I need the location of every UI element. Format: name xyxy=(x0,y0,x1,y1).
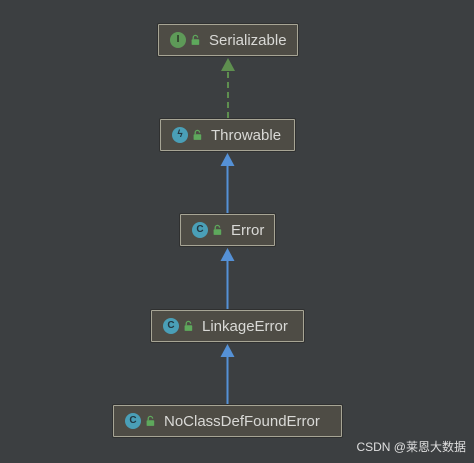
class-node-throwable[interactable]: ϟ Throwable xyxy=(160,119,295,151)
class-icon: C xyxy=(125,413,141,429)
class-icon: C xyxy=(192,222,208,238)
class-node-linkageerror[interactable]: C LinkageError xyxy=(151,310,304,342)
unlock-icon xyxy=(193,129,202,140)
watermark: CSDN @莱恩大数据 xyxy=(356,440,466,454)
edge-error-to-throwable xyxy=(220,153,235,213)
edge-arrowhead xyxy=(220,344,235,357)
edge-arrowhead xyxy=(221,58,235,71)
class-node-noclassdeffounderror[interactable]: C NoClassDefFoundError xyxy=(113,405,342,437)
unlock-icon xyxy=(213,224,222,235)
edge-arrowhead xyxy=(220,153,235,166)
edge-noclassdeffounderror-to-linkageerror xyxy=(220,344,235,404)
edge-linkageerror-to-error xyxy=(220,248,235,309)
unlock-icon xyxy=(146,415,155,426)
class-label: NoClassDefFoundError xyxy=(164,412,320,430)
class-icon: C xyxy=(163,318,179,334)
interface-icon: I xyxy=(170,32,186,48)
abstract-class-icon: ϟ xyxy=(172,127,188,143)
edge-arrowhead xyxy=(220,248,235,261)
unlock-icon xyxy=(191,34,200,45)
class-node-serializable[interactable]: I Serializable xyxy=(158,24,298,56)
class-label: Throwable xyxy=(211,126,282,144)
class-label: Error xyxy=(231,221,265,239)
unlock-icon xyxy=(184,320,193,331)
class-label: Serializable xyxy=(209,31,287,49)
class-node-error[interactable]: C Error xyxy=(180,214,275,246)
edge-throwable-to-serializable xyxy=(221,58,235,118)
class-label: LinkageError xyxy=(202,317,288,335)
